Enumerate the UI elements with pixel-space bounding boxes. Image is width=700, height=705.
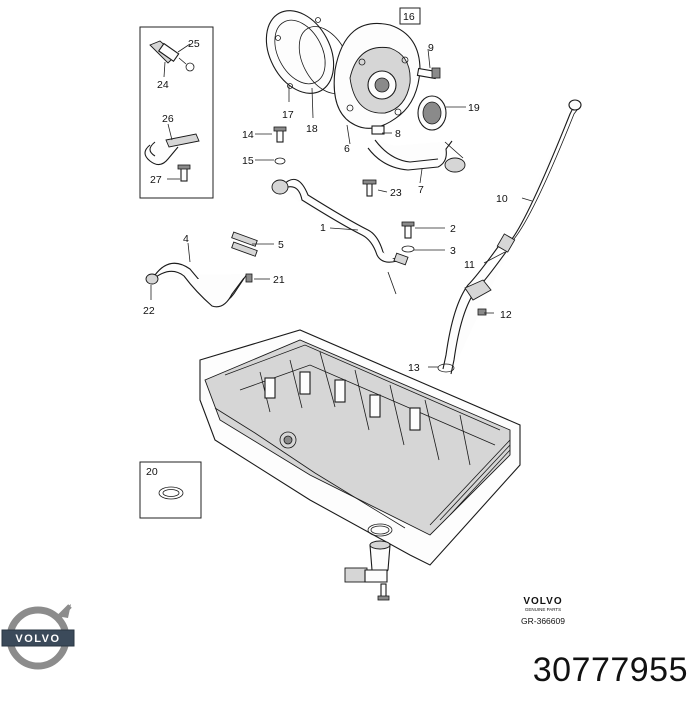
callout-25: 25 [188,38,200,50]
oil-pump-assembly-drawing [265,10,447,135]
union-fitting-drawing [149,40,195,72]
callout-18: 18 [306,123,318,135]
callout-19: 19 [468,102,480,114]
logo-band [1,629,75,647]
callout-20: 20 [146,466,158,478]
callout-1: 1 [320,222,326,234]
callout-5: 5 [278,239,284,251]
volvo-logo: VOLVO [1,604,75,670]
bolts-14-15-drawing [273,126,287,165]
callout-labels: 1 2 3 4 5 6 7 8 9 10 11 12 13 14 15 16 1… [143,7,512,478]
stamp-subline: GENUINE PARTS [525,607,561,612]
callout-4: 4 [183,233,189,245]
inset-box-seal [139,461,202,519]
callout-3: 3 [450,245,456,257]
drawing-reference: GR-366609 [521,616,565,626]
seal-ring-drawing [158,486,184,500]
callout-27: 27 [150,174,162,186]
bolt-23-drawing [362,179,377,197]
bent-pipe-drawing [144,133,200,182]
callout-15: 15 [242,155,254,167]
callout-17: 17 [282,109,294,121]
oil-pan-drawing [199,329,521,566]
logo-wordmark: VOLVO [15,633,60,645]
callout-2: 2 [450,223,456,235]
inset-box-hose-fittings [139,26,214,199]
callout-16-box [399,7,421,25]
article-number: 30777955 [532,651,688,689]
callout-24: 24 [157,79,169,91]
dipstick-and-tube-drawing [437,99,582,375]
callout-8: 8 [395,128,401,140]
callout-11: 11 [464,259,475,271]
callout-16: 16 [403,11,415,23]
callout-21: 21 [273,274,285,286]
oil-level-sensor-drawing [344,523,393,601]
oil-pipe-1-drawing [271,178,409,295]
leader-lines [150,43,533,368]
callout-7: 7 [418,184,424,196]
stamp-wordmark: VOLVO [523,596,562,607]
oil-pipe-4-drawing [145,231,258,308]
callout-13: 13 [408,362,420,374]
oil-pickup-pipe-drawing [367,139,466,173]
callout-6: 6 [344,143,350,155]
callout-26: 26 [162,113,174,125]
callout-10: 10 [496,193,508,205]
genuine-parts-stamp: VOLVO GENUINE PARTS GR-366609 [521,596,565,626]
callout-14: 14 [242,129,254,141]
callout-12: 12 [500,309,512,321]
callout-9: 9 [428,42,434,54]
callout-23: 23 [390,187,402,199]
callout-22: 22 [143,305,155,317]
bolt-2-washer-3-drawing [401,221,415,253]
